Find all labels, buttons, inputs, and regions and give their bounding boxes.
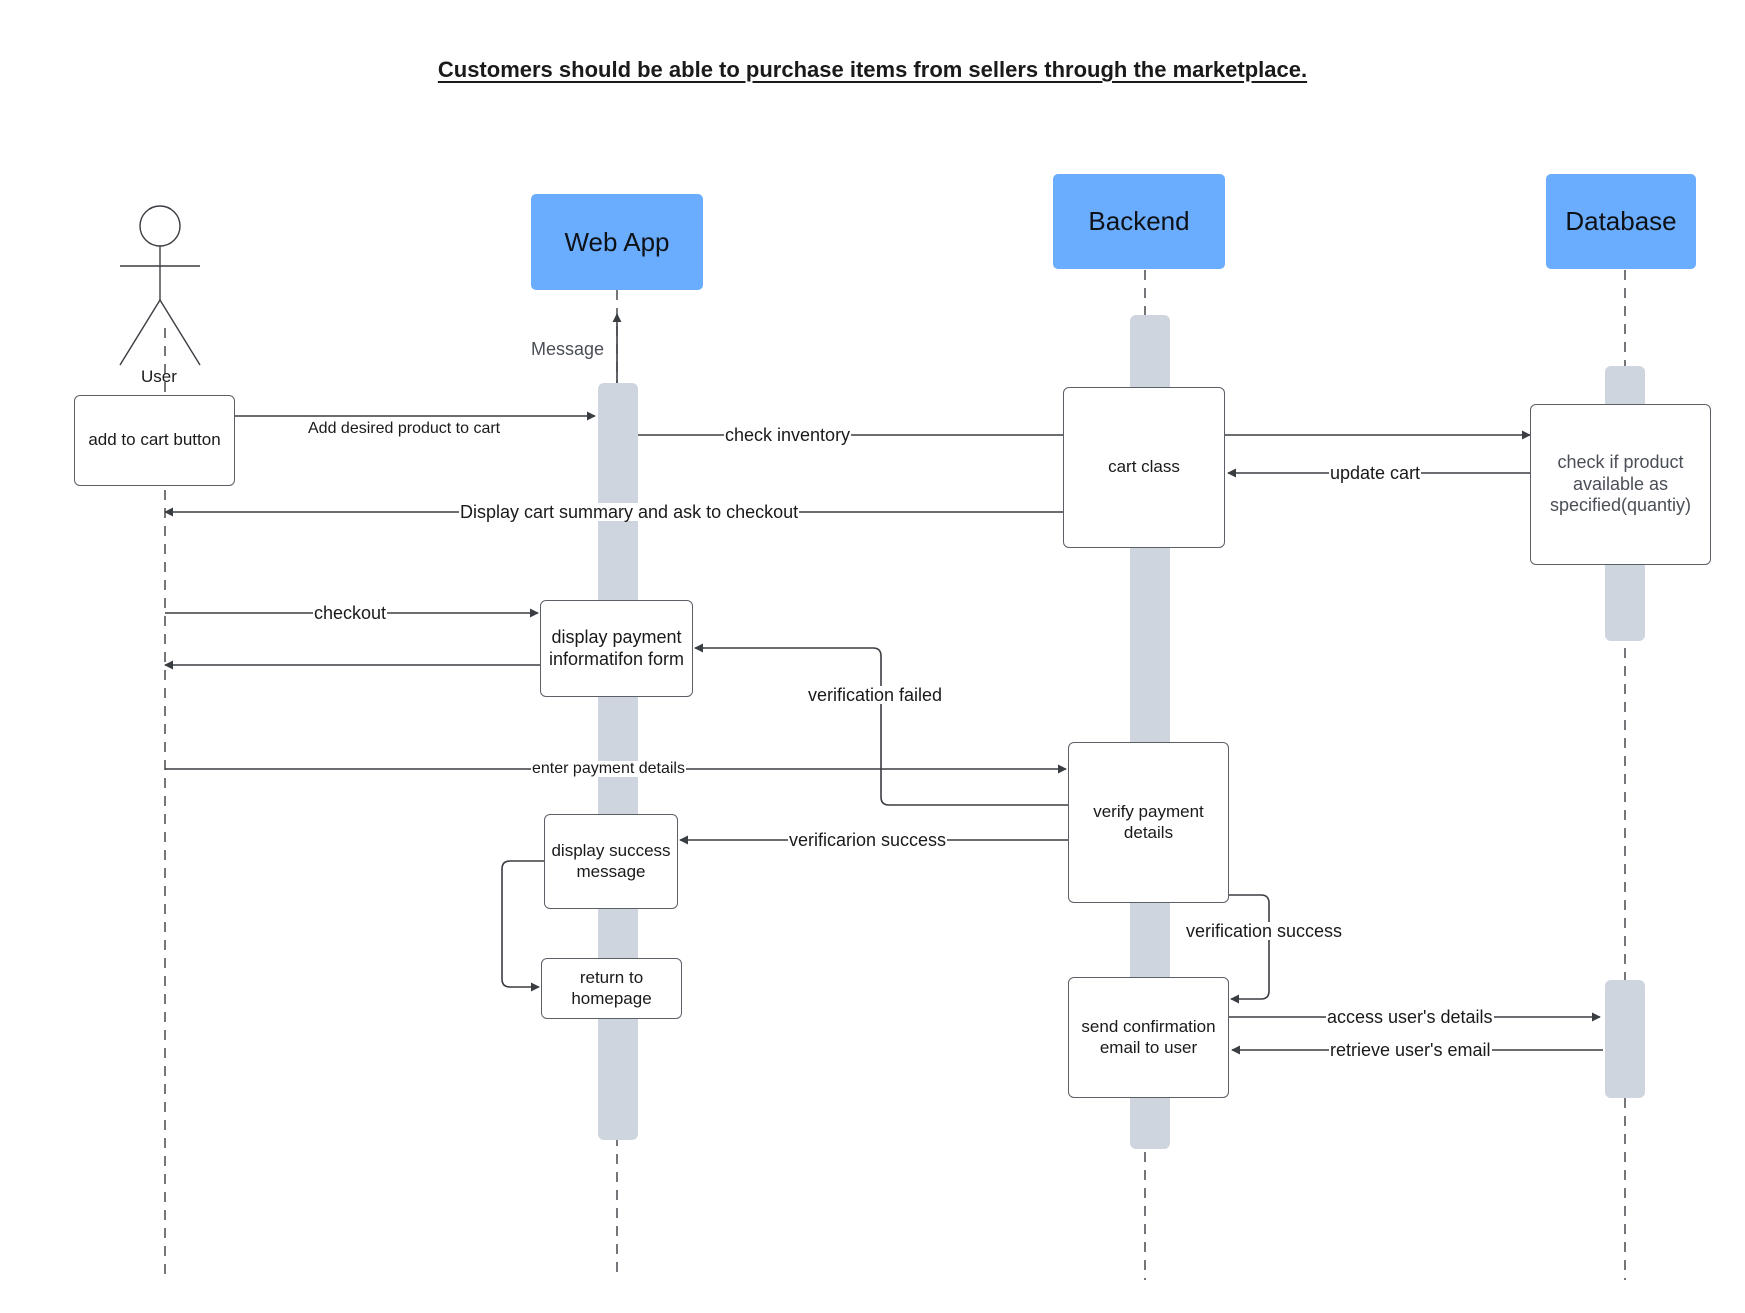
diagram-title: Customers should be able to purchase ite… [0, 57, 1745, 83]
return-homepage-box: return to homepage [541, 958, 682, 1019]
enter-payment-label: enter payment details [531, 760, 686, 777]
add-to-cart-button-box: add to cart button [74, 395, 235, 486]
display-summary-label: Display cart summary and ask to checkout [459, 502, 800, 522]
success-message-box: display success message [544, 814, 678, 909]
add-product-label: Add desired product to cart [308, 420, 501, 437]
checkout-label: checkout [313, 603, 388, 623]
payment-form-box: display payment informatifon form [540, 600, 693, 697]
database-activation-bar-2 [1605, 980, 1645, 1098]
backend-header: Backend [1053, 174, 1225, 269]
webapp-header: Web App [531, 194, 703, 290]
verification-failed-connector [694, 643, 1068, 806]
message-label: Message [531, 339, 605, 359]
user-actor-label: User [141, 367, 177, 386]
send-confirmation-box: send confirmation email to user [1068, 977, 1229, 1098]
verification-success-connector [1229, 894, 1270, 1004]
database-header: Database [1546, 174, 1696, 269]
success-to-homepage-connector [501, 860, 544, 992]
verification-success-label-1: verificarion success [788, 830, 948, 850]
diagram-title-text: Customers should be able to purchase ite… [437, 57, 1308, 82]
cart-class-box: cart class [1063, 387, 1225, 548]
user-actor-icon [119, 205, 201, 366]
update-cart-label: update cart [1329, 463, 1422, 483]
verify-payment-box: verify payment details [1068, 742, 1229, 903]
retrieve-email-label: retrieve user's email [1329, 1040, 1492, 1060]
verification-failed-label: verification failed [807, 685, 944, 705]
verification-success-label-2: verification success [1185, 921, 1344, 941]
check-product-box: check if product available as specified(… [1530, 404, 1711, 565]
check-inventory-label: check inventory [724, 425, 852, 445]
access-details-label: access user's details [1326, 1007, 1494, 1027]
